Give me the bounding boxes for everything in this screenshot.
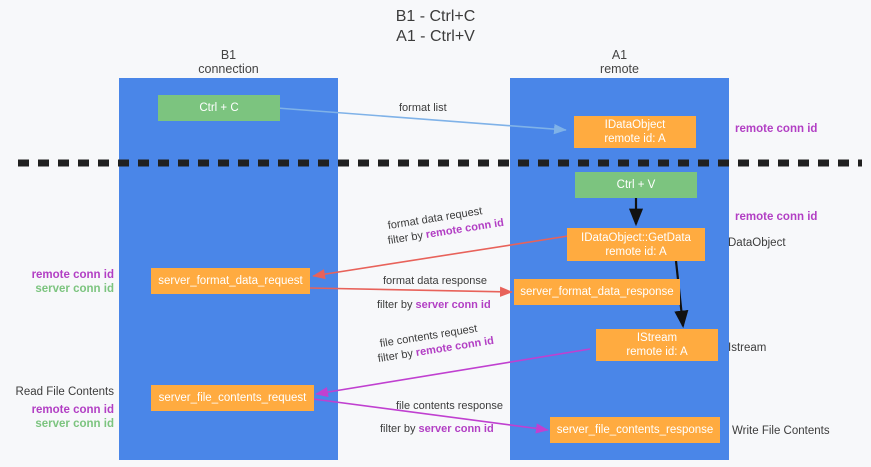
node-server-format-data-response-label: server_format_data_response (520, 286, 674, 298)
title-line-1: B1 - Ctrl+C (395, 8, 476, 25)
arrow-format-data-response (309, 286, 513, 297)
column-header-b1-name: B1 (220, 48, 237, 62)
column-header-a1: A1 remote (510, 48, 729, 76)
edge-label-file-contents-response-filter: filter by server conn id (380, 422, 494, 436)
annotation-left-read-file-contents: Read File Contents (15, 386, 114, 398)
edge-label-format-data-response-filter-key: server conn id (415, 299, 491, 311)
edge-label-format-data-response-filter-prefix: filter by (377, 299, 416, 311)
column-header-b1: B1 connection (119, 48, 338, 76)
node-istream[interactable]: IStream remote id: A (596, 329, 718, 361)
node-server-format-data-request[interactable]: server_format_data_request (151, 268, 310, 294)
title-line-2: A1 - Ctrl+V (396, 28, 475, 45)
edge-label-format-list-text: format list (399, 102, 447, 114)
diagram-title: B1 - Ctrl+C A1 - Ctrl+V (0, 7, 871, 47)
node-ctrl-v-label: Ctrl + V (616, 179, 656, 191)
node-server-file-contents-request-label: server_file_contents_request (158, 392, 307, 404)
annotation-left-server-conn-id-2: server conn id (35, 418, 114, 430)
edge-label-format-data-response: format data response (383, 274, 487, 288)
edge-label-file-contents-response-filter-prefix: filter by (380, 423, 419, 435)
node-getdata[interactable]: IDataObject::GetData remote id: A (567, 228, 705, 261)
node-istream-line2: remote id: A (626, 346, 688, 358)
node-getdata-line1: IDataObject::GetData (581, 231, 691, 244)
node-server-format-data-response[interactable]: server_format_data_response (514, 279, 680, 305)
node-server-format-data-request-label: server_format_data_request (158, 275, 303, 287)
node-data-object-line1: IDataObject (604, 119, 666, 131)
edge-label-format-data-response-filter: filter by server conn id (377, 298, 491, 312)
column-header-b1-sub: connection (198, 62, 259, 76)
annotation-right-write-file-contents: Write File Contents (732, 425, 830, 437)
column-header-a1-sub: remote (600, 62, 639, 76)
annotation-right-istream: Istream (728, 342, 767, 354)
edge-label-file-contents-response-filter-key: server conn id (418, 423, 494, 435)
edge-label-format-list: format list (399, 101, 447, 115)
node-data-object[interactable]: IDataObject remote id: A (574, 116, 696, 148)
annotation-right-data-object: DataObject (728, 237, 786, 249)
node-ctrl-c[interactable]: Ctrl + C (158, 95, 280, 121)
node-server-file-contents-response-label: server_file_contents_response (556, 424, 714, 436)
annotation-left-remote-conn-id: remote conn id (31, 269, 114, 281)
node-data-object-line2: remote id: A (604, 133, 666, 145)
edge-label-format-data-response-text: format data response (383, 275, 487, 287)
annotation-left-server-conn-id: server conn id (35, 283, 114, 295)
node-ctrl-v[interactable]: Ctrl + V (575, 172, 697, 198)
edge-label-file-contents-response: file contents response (396, 399, 503, 413)
annotation-right-top-remote-conn-id: remote conn id (735, 123, 818, 135)
node-server-file-contents-request[interactable]: server_file_contents_request (151, 385, 314, 411)
node-getdata-line2: remote id: A (605, 245, 667, 258)
node-ctrl-c-label: Ctrl + C (199, 102, 239, 114)
node-istream-line1: IStream (636, 332, 678, 344)
column-header-a1-name: A1 (611, 48, 628, 62)
annotation-right-mid-remote-conn-id: remote conn id (735, 211, 818, 223)
node-server-file-contents-response[interactable]: server_file_contents_response (550, 417, 720, 443)
edge-label-file-contents-response-text: file contents response (396, 400, 504, 412)
annotation-left-remote-conn-id-2: remote conn id (31, 404, 114, 416)
